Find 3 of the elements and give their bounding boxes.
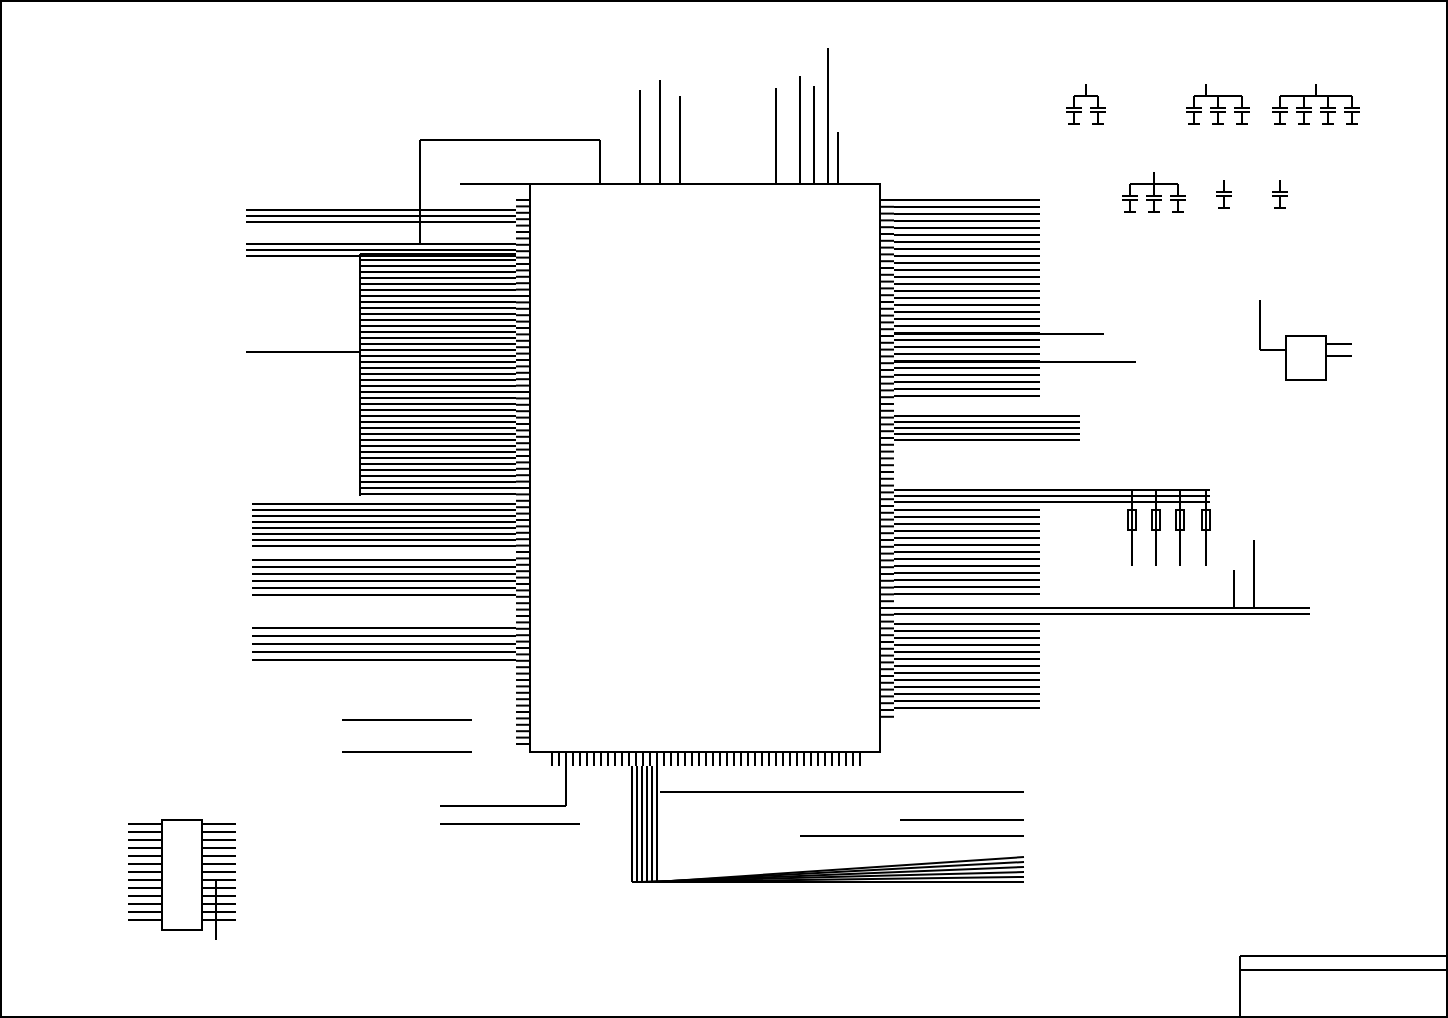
chip-outline: [1285, 335, 1327, 381]
chip-outline: [529, 183, 881, 753]
chip-outline: [161, 819, 203, 931]
